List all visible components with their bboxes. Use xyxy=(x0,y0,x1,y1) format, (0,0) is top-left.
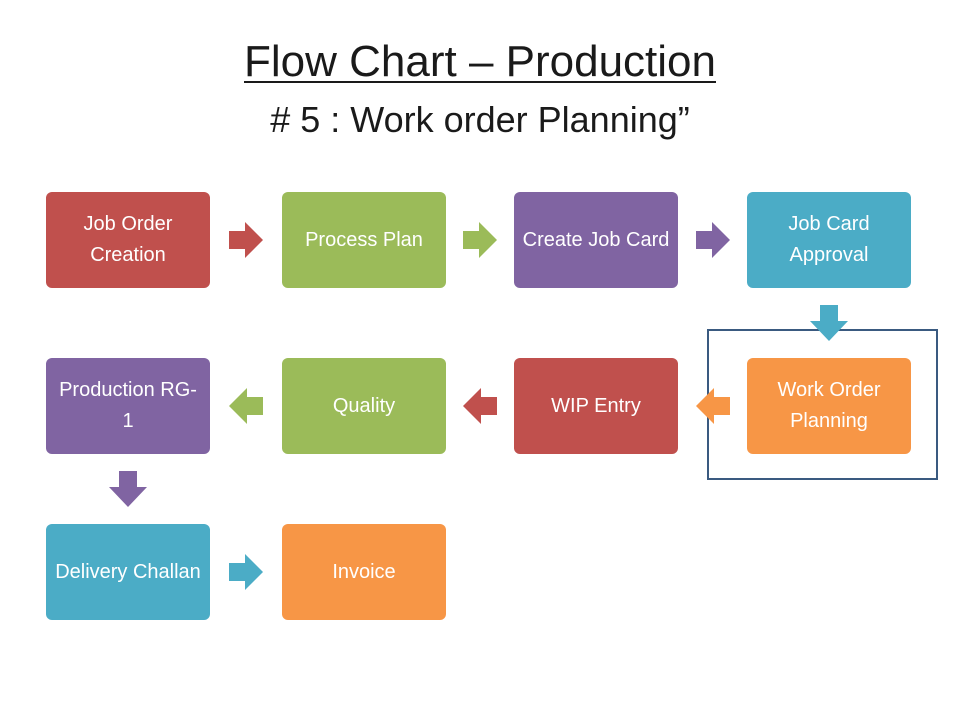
step-invoice: Invoice xyxy=(282,524,446,620)
step-quality: Quality xyxy=(282,358,446,454)
step-production-rg-1: Production RG-1 xyxy=(46,358,210,454)
arrow-wip-entry-to-quality xyxy=(463,388,497,429)
step-work-order-planning: Work Order Planning xyxy=(747,358,911,454)
arrow-quality-to-production-rg-1 xyxy=(229,388,263,429)
page-title: Flow Chart – Production xyxy=(244,37,716,86)
arrow-create-job-card-to-job-card-approval xyxy=(696,222,730,263)
step-job-card-approval: Job Card Approval xyxy=(747,192,911,288)
step-delivery-challan: Delivery Challan xyxy=(46,524,210,620)
arrow-job-card-approval-to-work-order-planning xyxy=(810,305,848,346)
arrow-work-order-planning-to-wip-entry xyxy=(696,388,730,429)
step-process-plan: Process Plan xyxy=(282,192,446,288)
arrow-delivery-challan-to-invoice xyxy=(229,554,263,595)
page-subtitle: # 5 : Work order Planning” xyxy=(270,99,690,140)
arrow-job-order-creation-to-process-plan xyxy=(229,222,263,263)
arrow-process-plan-to-create-job-card xyxy=(463,222,497,263)
step-wip-entry: WIP Entry xyxy=(514,358,678,454)
arrow-production-rg-1-to-delivery-challan xyxy=(109,471,147,512)
step-create-job-card: Create Job Card xyxy=(514,192,678,288)
step-job-order-creation: Job Order Creation xyxy=(46,192,210,288)
